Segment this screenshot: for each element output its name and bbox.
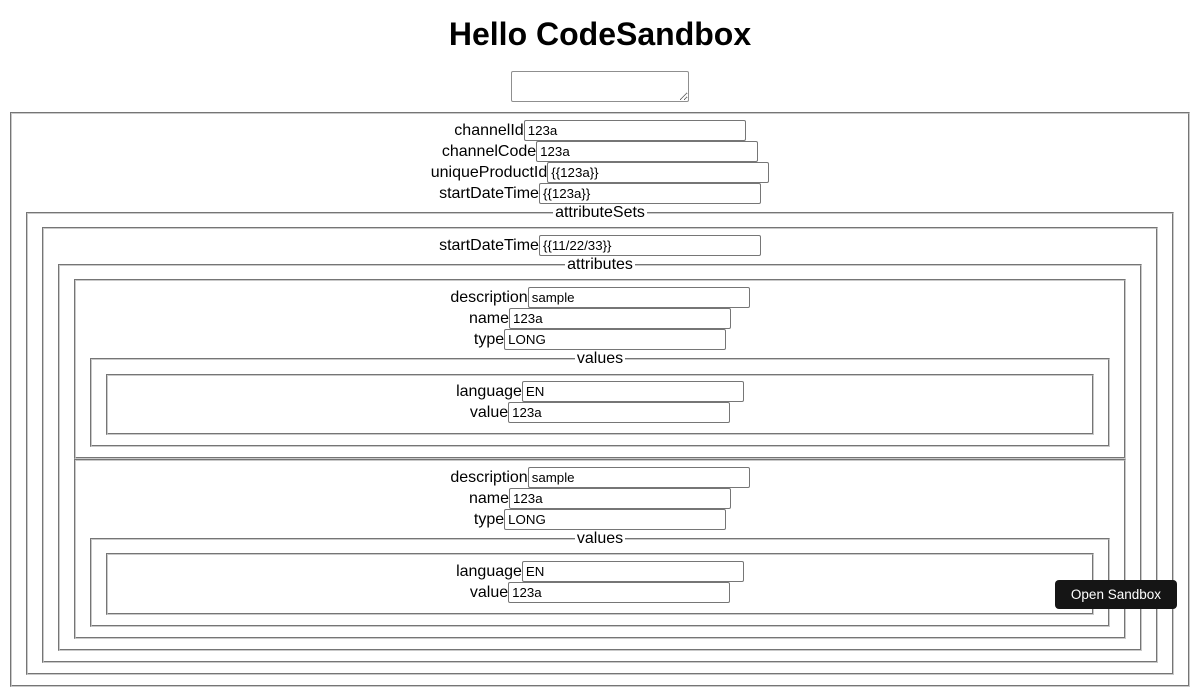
language-input[interactable] — [521, 560, 744, 582]
values-legend: values — [576, 529, 624, 547]
form-row-channel-code: channelCode — [24, 140, 1176, 162]
attribute-item-fieldset: description name type values language va… — [74, 459, 1126, 639]
form-row-set-start-date-time: startDateTime — [56, 234, 1144, 256]
start-date-time-label: startDateTime — [439, 184, 539, 202]
form-row-type-1: type — [88, 328, 1112, 350]
language-input[interactable] — [521, 381, 744, 403]
notes-textarea[interactable] — [511, 71, 689, 102]
value-item-fieldset: language value — [106, 373, 1094, 436]
attribute-sets-fieldset: attributeSets startDateTime attributes d… — [26, 203, 1174, 675]
set-start-date-time-label: startDateTime — [439, 236, 539, 254]
form-row-value-2: value — [120, 581, 1080, 603]
name-input[interactable] — [509, 307, 732, 329]
type-label: type — [473, 510, 505, 528]
value-label: value — [469, 583, 509, 601]
product-form: channelId channelCode uniqueProductId st… — [8, 112, 1192, 687]
form-row-language-1: language — [120, 381, 1080, 403]
type-input[interactable] — [504, 328, 727, 350]
set-start-date-time-input[interactable] — [538, 234, 761, 256]
attribute-item-fieldset: description name type values language va… — [74, 279, 1126, 460]
form-row-value-1: value — [120, 402, 1080, 424]
type-label: type — [473, 330, 505, 348]
form-row-channel-id: channelId — [24, 119, 1176, 141]
form-row-name-1: name — [88, 307, 1112, 329]
description-input[interactable] — [527, 466, 750, 488]
name-label: name — [468, 489, 510, 507]
channel-id-input[interactable] — [523, 119, 746, 141]
channel-code-label: channelCode — [441, 142, 537, 160]
form-row-start-date-time: startDateTime — [24, 182, 1176, 204]
form-row-description-1: description — [88, 286, 1112, 308]
description-input[interactable] — [527, 286, 750, 308]
description-label: description — [450, 468, 528, 486]
form-row-name-2: name — [88, 487, 1112, 509]
value-label: value — [469, 404, 509, 422]
unique-product-id-input[interactable] — [547, 161, 770, 183]
channel-code-input[interactable] — [536, 140, 759, 162]
values-fieldset: values language value — [90, 529, 1110, 627]
value-input[interactable] — [508, 402, 731, 424]
name-label: name — [468, 309, 510, 327]
channel-id-label: channelId — [454, 121, 524, 139]
type-input[interactable] — [504, 508, 727, 530]
attributes-legend: attributes — [567, 255, 633, 273]
form-row-unique-product-id: uniqueProductId — [24, 161, 1176, 183]
root-fieldset: channelId channelCode uniqueProductId st… — [10, 112, 1190, 687]
start-date-time-input[interactable] — [538, 182, 761, 204]
value-input[interactable] — [508, 581, 731, 603]
page-title: Hello CodeSandbox — [448, 16, 752, 52]
language-label: language — [456, 562, 522, 580]
values-fieldset: values language value — [90, 349, 1110, 448]
description-label: description — [450, 288, 528, 306]
notes-textarea-wrap — [8, 71, 1192, 102]
attributes-fieldset: attributes description name type values … — [58, 255, 1142, 651]
attribute-sets-legend: attributeSets — [555, 203, 645, 221]
language-label: language — [456, 383, 522, 401]
values-legend: values — [576, 349, 624, 367]
form-row-type-2: type — [88, 508, 1112, 530]
form-row-language-2: language — [120, 560, 1080, 582]
name-input[interactable] — [509, 487, 732, 509]
value-item-fieldset: language value — [106, 553, 1094, 615]
open-sandbox-button[interactable]: Open Sandbox — [1054, 580, 1177, 609]
form-row-description-2: description — [88, 466, 1112, 488]
unique-product-id-label: uniqueProductId — [430, 163, 548, 181]
attribute-set-item-fieldset: startDateTime attributes description nam… — [42, 227, 1158, 663]
